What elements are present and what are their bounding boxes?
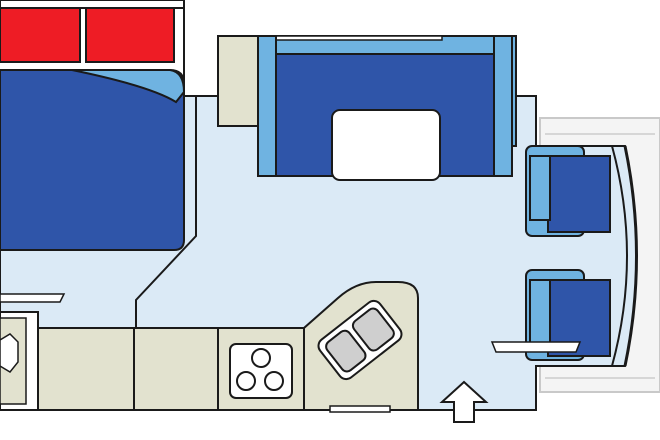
dinette (257, 35, 517, 181)
burner (264, 371, 284, 391)
headboard (0, 0, 185, 9)
stovetop-burners-icon (229, 343, 293, 399)
bedspread-fold (71, 69, 186, 104)
front-nose (611, 145, 628, 367)
counter-edge-strip (329, 405, 391, 413)
sink-basin-left (325, 329, 367, 373)
front-nose-outer (623, 145, 638, 367)
burner (251, 348, 271, 368)
pillow-left (0, 7, 81, 63)
seat-side (529, 155, 551, 221)
burner (236, 371, 256, 391)
double-sink-icon (317, 299, 403, 381)
seat-cushion (547, 155, 611, 233)
appliance-detail (0, 333, 19, 373)
bed (0, 0, 186, 251)
sink-basin-right (351, 307, 395, 352)
cab-inner-line (545, 133, 655, 379)
seat-side (529, 279, 551, 345)
front-seat-driver (490, 269, 611, 361)
counter-segment-2 (133, 327, 219, 411)
rear-appliance (0, 293, 66, 411)
dinette-left-arm (257, 35, 277, 177)
up-arrow-icon (439, 380, 489, 423)
dinette-right-arm (493, 35, 513, 177)
pillow-right (85, 7, 175, 63)
mattress (0, 69, 185, 251)
counter-segment-1 (37, 327, 135, 411)
seat-tray (490, 341, 582, 353)
dinette-window (271, 35, 443, 41)
dinette-table (331, 109, 441, 181)
wardrobe-cabinet (217, 35, 259, 127)
front-seat-passenger (525, 145, 611, 237)
appliance-tray (0, 293, 66, 303)
